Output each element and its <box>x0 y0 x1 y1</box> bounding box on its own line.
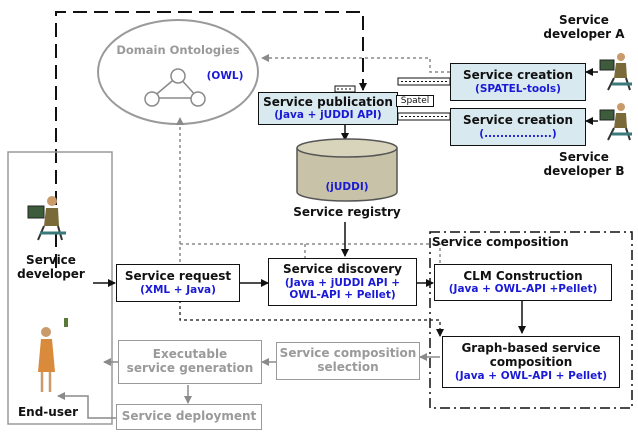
main-dashed-loop <box>55 11 367 268</box>
service-request[interactable]: Service request (XML + Java) <box>116 264 240 302</box>
service-publication-title: Service publication <box>263 94 393 109</box>
service-deployment[interactable]: Service deployment <box>116 404 262 430</box>
service-publication-tech: (Java + jUDDI API) <box>274 109 382 122</box>
registry-juddi: (jUDDI) <box>325 181 369 193</box>
developer-a-icon <box>599 53 632 91</box>
clm-construction[interactable]: CLM Construction (Java + OWL-API +Pellet… <box>434 264 612 301</box>
registry-cylinder <box>296 138 398 202</box>
clm-construction-tech: (Java + OWL-API +Pellet) <box>448 283 598 296</box>
executable-line-1: Executable <box>152 347 228 362</box>
service-creation-a-tools: (SPATEL-tools) <box>475 82 561 95</box>
ontology-owl: (OWL) <box>206 70 244 82</box>
end-user-icon <box>38 318 68 392</box>
end-user-label: End-user <box>17 405 79 419</box>
service-creation-a[interactable]: Service creation (SPATEL-tools) <box>450 63 586 101</box>
spatel-tag: Spatel <box>396 95 434 108</box>
ontology-graph-icon <box>144 68 206 107</box>
service-creation-b[interactable]: Service creation (.................) <box>450 108 586 146</box>
composition-group-box <box>429 231 633 409</box>
service-developer-label: Service developer <box>17 253 85 281</box>
service-discovery-title: Service discovery <box>283 262 402 277</box>
developer-b-icon <box>599 103 632 141</box>
executable-line-2: service generation <box>126 361 254 375</box>
service-publication[interactable]: Service publication (Java + jUDDI API) <box>258 92 398 125</box>
service-discovery-tech-2: OWL-API + Pellet) <box>289 288 396 301</box>
ontology-title: Domain Ontologies <box>116 43 240 57</box>
service-developer-icon <box>27 196 66 241</box>
graph-composition-title-1: Graph-based service <box>461 341 601 356</box>
service-deployment-title: Service deployment <box>121 409 257 424</box>
registry-label: Service registry <box>293 205 401 219</box>
service-creation-b-title: Service creation <box>463 113 573 128</box>
service-discovery[interactable]: Service discovery (Java + jUDDI API + OW… <box>268 258 417 306</box>
selection-line-2: selection <box>317 360 379 374</box>
end-user-panel <box>7 151 113 425</box>
selection-line-1: Service composition <box>279 346 417 361</box>
graph-composition-title-2: composition <box>489 354 573 369</box>
service-composition-selection[interactable]: Service composition selection <box>276 342 420 380</box>
executable-service-generation[interactable]: Executable service generation <box>118 340 262 384</box>
service-request-tech: (XML + Java) <box>140 283 216 296</box>
service-discovery-tech-1: (Java + jUDDI API + <box>284 276 401 289</box>
service-creation-b-tools: (.................) <box>479 127 557 140</box>
service-creation-a-title: Service creation <box>463 68 573 83</box>
composition-group-label: Service composition <box>432 235 569 249</box>
graph-based-composition[interactable]: Graph-based service composition (Java + … <box>442 336 620 388</box>
service-request-title: Service request <box>124 269 232 284</box>
clm-construction-title: CLM Construction <box>463 268 583 283</box>
developer-a-label: Service developer A <box>543 13 625 41</box>
graph-composition-tech: (Java + OWL-API + Pellet) <box>454 369 608 382</box>
developer-b-label: Service developer B <box>543 150 625 178</box>
